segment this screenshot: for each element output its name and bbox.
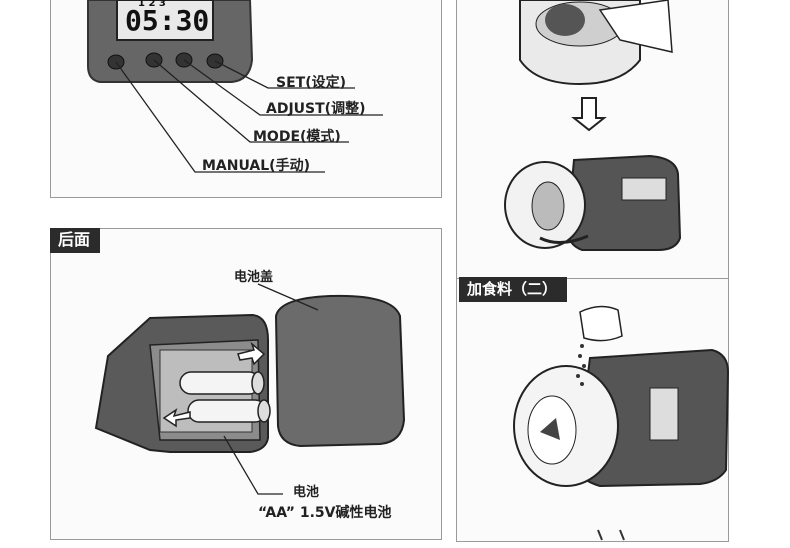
refill-illustration	[0, 0, 790, 548]
